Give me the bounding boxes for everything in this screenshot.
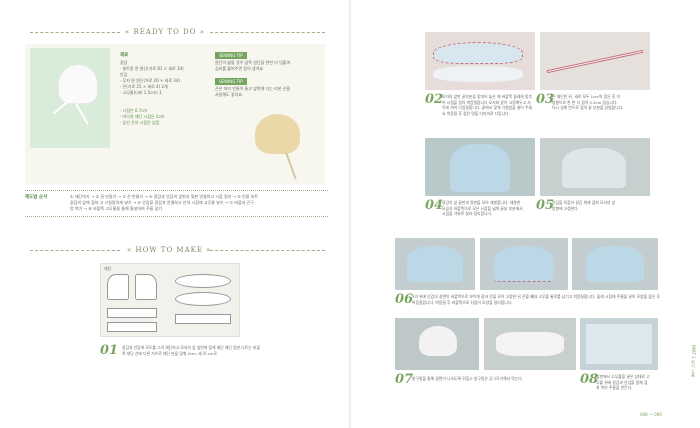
bonnet-shape [255, 114, 300, 154]
step-4-text: 겉감의 앞 끝판과 뒷판을 모아 재봉합니다. 재봉한 모습의 바깥쪽으로 모은… [442, 200, 523, 216]
ribbon [75, 103, 89, 125]
step-6-text: 5의 위에 안감의 겉면이 바깥쪽으로 보이게 겉과 안을 모아 고정한 뒤 끈… [412, 294, 660, 305]
step-6a-photo [395, 238, 475, 290]
pattern-piece [135, 274, 157, 300]
divider [30, 250, 120, 251]
fabric-piece [586, 324, 652, 364]
step-3-number: 03 [536, 92, 555, 107]
pattern-label: 재단 [104, 266, 112, 271]
floral-bonnet-photo [245, 102, 315, 182]
fabric-piece [562, 148, 626, 188]
step-5-text: 안감을 뒤집어 겉감 위에 겹쳐 모자의 앞 방향에 고정한다. [552, 200, 616, 211]
materials-heading: 재료 [120, 53, 129, 58]
step-4-number: 04 [425, 198, 444, 213]
materials-body: 겉감 · 퀼트용 면 원단(가로 81 × 세로 34) 안감 · 무지 면 원… [120, 60, 184, 95]
step-2-number: 02 [425, 92, 444, 107]
step-8-number: 08 [580, 372, 599, 387]
fabric-piece [496, 332, 564, 356]
pattern-diagram: 재단 [100, 263, 240, 337]
divider [25, 190, 328, 191]
order-label: 제도법 순서 [25, 195, 48, 200]
ribbon [546, 49, 644, 74]
step-5-photo [540, 138, 650, 196]
step-7-number: 07 [395, 372, 414, 387]
fabric-piece [433, 42, 523, 64]
step-4-photo [425, 138, 535, 196]
sewing-tip-text: 원단이 얇을 경우 앞쪽 원단을 한번 더 덧붙여 심지를 붙여주면 힘이 생겨… [215, 60, 291, 71]
fabric-piece [450, 144, 510, 192]
step-6b-photo [480, 238, 568, 290]
step-3-photo [540, 32, 650, 90]
step-8-photo [580, 318, 658, 370]
step-7-text: 창구멍을 통해 겉면이 나오도록 뒤집고 창구멍은 공그르기해서 막는다. [412, 376, 523, 381]
pattern-piece [175, 292, 231, 306]
side-tab: PART 1 아기 소품 [691, 345, 696, 378]
sewing-tip2-label: SEWING TIP [215, 78, 247, 85]
ribbon [285, 152, 297, 180]
pattern-piece [107, 274, 129, 300]
divider [210, 250, 325, 251]
sewing-tip-label: SEWING TIP [215, 52, 247, 59]
step-2-text: 모자의 앞판 끝부분을 맞대어 놓은 채 바깥쪽 둘레에 맞추어 시접을 접어 … [442, 94, 532, 116]
sewing-tip2-text: 끈은 미리 만들어 둘고 앞쪽에 다는 리본 끈을 사용해도 좋아요. [215, 86, 291, 97]
fabric-piece [407, 246, 463, 282]
step-7a-photo [395, 318, 479, 370]
divider [30, 32, 120, 33]
pattern-piece [175, 274, 231, 288]
step-6-number: 06 [395, 292, 414, 307]
divider [25, 216, 328, 217]
order-text: ① 재단하기 → ② 뒷 만들기 → ③ 끈 만들기 → ④ 겉감과 안감의 앞… [70, 194, 259, 211]
pattern-piece [175, 314, 231, 324]
divider [210, 32, 325, 33]
fabric-piece [586, 246, 644, 282]
pattern-piece [107, 308, 157, 318]
step-1-text: 겉감과 안감에 모두를 그려 재단하고 모자의 앞 앞면에 맞게 재단 재단 뒷… [122, 345, 260, 356]
fabric-piece [433, 66, 523, 82]
step-1-number: 01 [100, 343, 119, 358]
ready-title: « READY TO DO » [125, 28, 205, 36]
pattern-piece [107, 322, 157, 332]
step-7b-photo [484, 318, 576, 370]
step-6c-photo [572, 238, 658, 290]
how-title: « HOW TO MAKE » [127, 246, 212, 254]
step-8-text: 앞판에서 고무줄을 넣은 상태로 고 무줄 위에 겉감과 안감을 함께 겹 쳐 … [596, 374, 650, 390]
step-3-text: 끈 재단한 뒤, 세로 모두 1cm씩 접은 후 이 방향으로 한 번 더 접어… [552, 94, 624, 110]
fabric-piece [494, 246, 554, 282]
seam-list: · 시접은 0.7cm · 바닥의 재단 시접은 1cm · 앞선 끈의 시접은… [120, 108, 165, 125]
bonnet-photo [30, 48, 110, 148]
step-2-photo [425, 32, 535, 90]
page-number: 068 — 069 [640, 412, 662, 417]
step-5-number: 05 [536, 198, 555, 213]
page-gutter [349, 0, 351, 428]
bonnet-shape [58, 64, 98, 104]
bonnet-shape [419, 326, 457, 356]
